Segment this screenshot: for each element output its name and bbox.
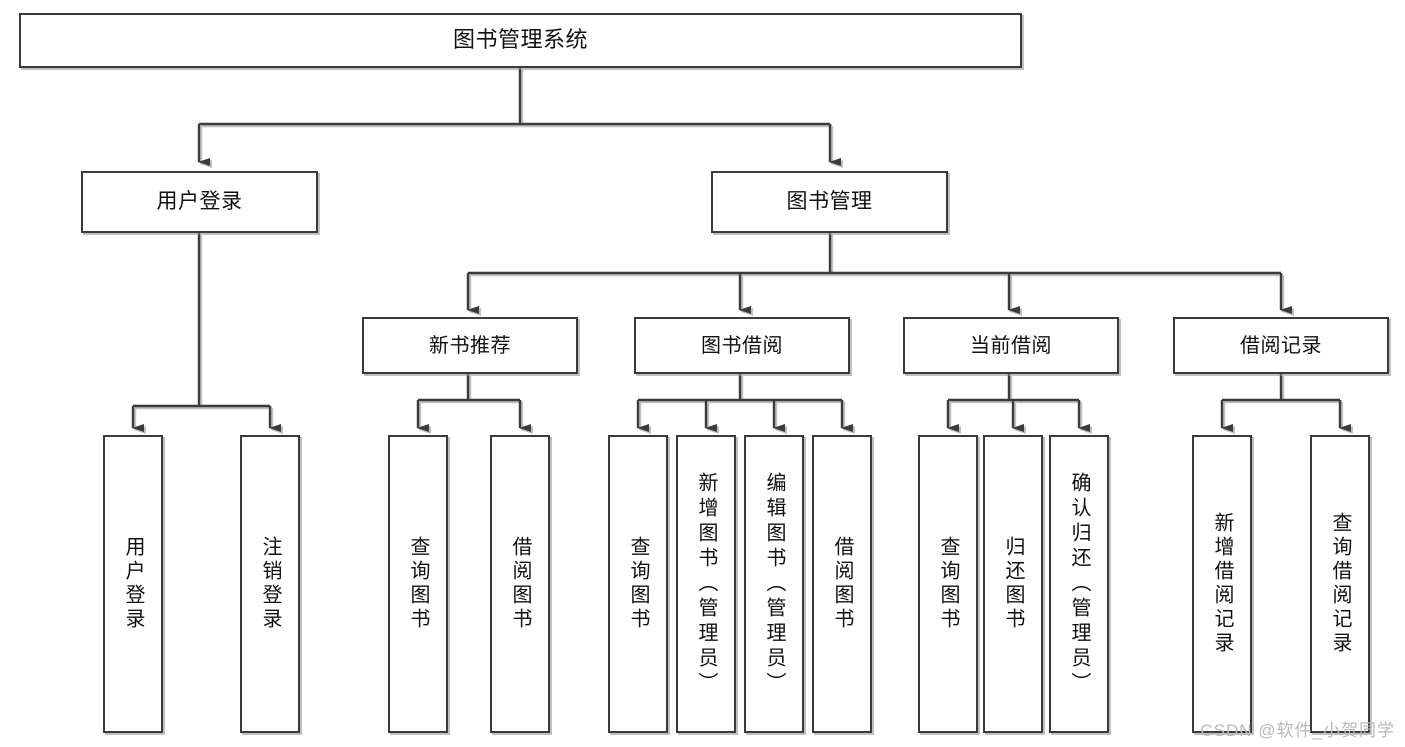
node-book-borrow[interactable]: 图书借阅 <box>634 317 850 374</box>
node-current-borrow[interactable]: 当前借阅 <box>903 317 1119 374</box>
node-label: 用户登录 <box>122 536 144 632</box>
node-label: 用户登录 <box>156 190 243 214</box>
node-leaf-logout[interactable]: 注销登录 <box>240 435 300 733</box>
node-label: 图书管理 <box>786 190 873 214</box>
node-label: 借阅图书 <box>509 536 531 632</box>
node-new-book-recommend[interactable]: 新书推荐 <box>362 317 578 374</box>
node-leaf-borrow-book-new[interactable]: 借阅图书 <box>490 435 550 733</box>
node-label: 查询借阅记录 <box>1329 512 1351 656</box>
node-leaf-confirm-return-admin[interactable]: 确认归还（管理员） <box>1049 435 1109 733</box>
node-label: 注销登录 <box>259 536 281 632</box>
node-label: 新增借阅记录 <box>1211 512 1233 656</box>
node-label: 确认归还（管理员） <box>1068 471 1090 697</box>
node-leaf-add-book-admin[interactable]: 新增图书（管理员） <box>676 435 736 733</box>
node-user-login[interactable]: 用户登录 <box>81 171 318 233</box>
node-label: 图书管理系统 <box>452 27 588 53</box>
node-label: 编辑图书（管理员） <box>763 471 785 697</box>
watermark: CSDN @软件_小贺同学 <box>1200 721 1395 740</box>
node-leaf-borrow-book[interactable]: 借阅图书 <box>812 435 872 733</box>
node-label: 查询图书 <box>627 536 649 632</box>
node-leaf-edit-book-admin[interactable]: 编辑图书（管理员） <box>744 435 804 733</box>
node-root-system[interactable]: 图书管理系统 <box>19 13 1022 68</box>
node-label: 归还图书 <box>1002 536 1024 632</box>
node-label: 借阅记录 <box>1240 334 1322 357</box>
node-label: 查询图书 <box>937 536 959 632</box>
node-borrow-record[interactable]: 借阅记录 <box>1173 317 1389 374</box>
node-label: 当前借阅 <box>970 334 1052 357</box>
node-leaf-return-book[interactable]: 归还图书 <box>983 435 1043 733</box>
node-label: 新增图书（管理员） <box>695 471 717 697</box>
node-leaf-query-book-new[interactable]: 查询图书 <box>388 435 448 733</box>
node-leaf-query-book-borrow[interactable]: 查询图书 <box>608 435 668 733</box>
node-leaf-query-book-current[interactable]: 查询图书 <box>918 435 978 733</box>
node-label: 图书借阅 <box>701 334 783 357</box>
node-leaf-add-borrow-record[interactable]: 新增借阅记录 <box>1192 435 1252 733</box>
node-leaf-query-borrow-record[interactable]: 查询借阅记录 <box>1310 435 1370 733</box>
node-label: 查询图书 <box>407 536 429 632</box>
node-label: 新书推荐 <box>429 334 511 357</box>
node-leaf-user-login[interactable]: 用户登录 <box>103 435 163 733</box>
node-label: 借阅图书 <box>831 536 853 632</box>
node-book-management[interactable]: 图书管理 <box>711 171 948 233</box>
